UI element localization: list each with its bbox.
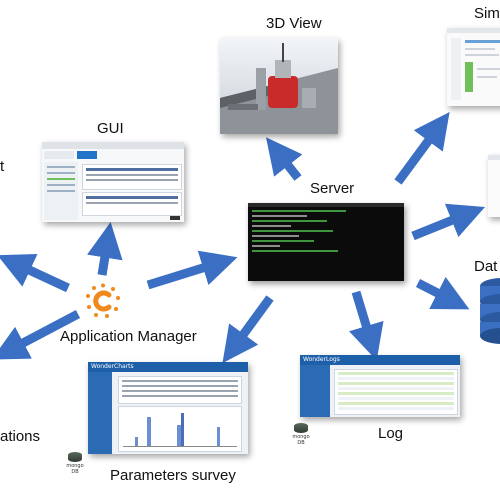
thumbnail-3d-view [220,38,338,134]
label-server: Server [310,180,355,197]
label-parameters-survey: Parameters survey [110,467,236,484]
mongodb-logo-log: mongo DB [288,423,314,446]
arrow-appman-to-server [146,250,238,290]
params-app-title: WonderCharts [91,363,134,370]
mongodb-logo-params: mongo DB [62,452,88,475]
arrow-server-to-database [415,276,470,310]
label-left-cut: t [0,158,5,175]
label-sim: Sim [474,5,500,22]
log-app-title: WonderLogs [303,356,340,363]
arrow-appman-to-lower-left [0,310,81,360]
label-application-manager: Application Manager [60,328,197,345]
label-database: Dat [474,258,498,275]
label-gui: GUI [97,120,124,137]
label-log: Log [378,425,404,442]
arrow-appman-to-gui [87,222,123,276]
arrow-server-to-log [349,290,384,361]
database-icon [480,278,500,344]
thumbnail-sim [447,28,500,106]
server-terminal [248,203,404,281]
thumbnail-log: WonderLogs [300,355,460,417]
thumbnail-right-cut [488,155,500,217]
thumbnail-parameters-survey: WonderCharts [88,362,248,454]
application-manager-logo-icon [86,283,120,318]
thumbnail-gui [42,142,184,222]
arrow-server-to-params [222,295,274,364]
label-ations: ations [0,428,41,445]
arrow-server-to-3dview [265,137,303,181]
arrow-server-to-right-upper [411,203,486,241]
arrow-server-to-sim [394,111,450,185]
3d-render-graphic [220,43,338,134]
label-3d-view: 3D View [266,15,322,32]
arrow-appman-to-left [0,254,70,293]
